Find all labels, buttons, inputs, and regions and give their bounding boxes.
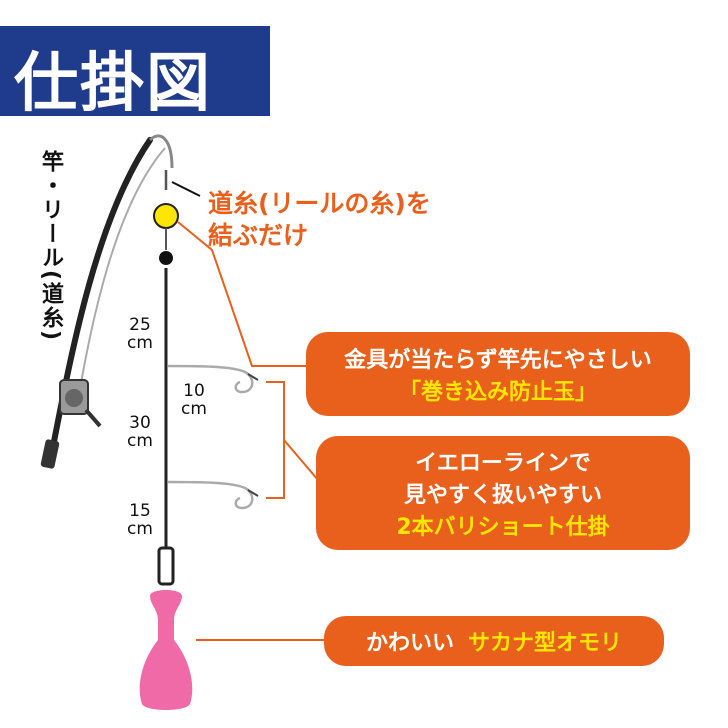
dimension-30cm: 30 cm bbox=[127, 413, 153, 451]
line-note-2: 結ぶだけ bbox=[208, 221, 309, 250]
line-note-1: 道糸(リールの糸)を bbox=[208, 189, 431, 218]
rod bbox=[47, 137, 153, 465]
fish-sinker bbox=[139, 590, 193, 710]
rod-tip bbox=[148, 134, 174, 169]
title-banner: 仕掛図 bbox=[0, 26, 270, 121]
rig-callout-line3: 2本バリショート仕掛 bbox=[396, 515, 610, 540]
bracket bbox=[266, 381, 319, 499]
sinker-callout-part1: かわいい bbox=[365, 631, 454, 656]
bottom-snap bbox=[157, 546, 175, 586]
rod-butt bbox=[40, 439, 60, 469]
reel-icon bbox=[59, 379, 102, 428]
swivel bbox=[159, 251, 173, 265]
rig-callout: イエローラインで 見やすく扱いやすい 2本バリショート仕掛 bbox=[316, 436, 690, 550]
bead-callout-line2: 「巻き込み防止玉」 bbox=[398, 380, 597, 405]
sinker-callout: かわいい サカナ型オモリ bbox=[324, 616, 664, 666]
rig-callout-line2: 見やすく扱いやすい bbox=[403, 483, 602, 508]
anti-tangle-bead bbox=[153, 203, 179, 229]
main-line bbox=[77, 147, 166, 401]
branch-hook-1 bbox=[167, 364, 254, 394]
dimension-25cm: 25 cm bbox=[127, 315, 153, 353]
dimension-10cm: 10 cm bbox=[181, 381, 207, 419]
dimension-15cm: 15 cm bbox=[127, 501, 153, 539]
bead-callout: 金具が当たらず竿先にやさしい 「巻き込み防止玉」 bbox=[306, 332, 690, 416]
rig-callout-line1: イエローラインで bbox=[415, 451, 591, 476]
pointer-snap bbox=[171, 181, 201, 197]
page-title: 仕掛図 bbox=[14, 47, 212, 121]
branch-hook-2 bbox=[167, 480, 254, 510]
bead-callout-line1: 金具が当たらず竿先にやさしい bbox=[344, 348, 652, 373]
sinker-callout-part2: サカナ型オモリ bbox=[468, 631, 623, 656]
pointer-bead bbox=[177, 221, 320, 367]
rod-reel-label: 竿・リール(道糸) bbox=[38, 150, 63, 343]
